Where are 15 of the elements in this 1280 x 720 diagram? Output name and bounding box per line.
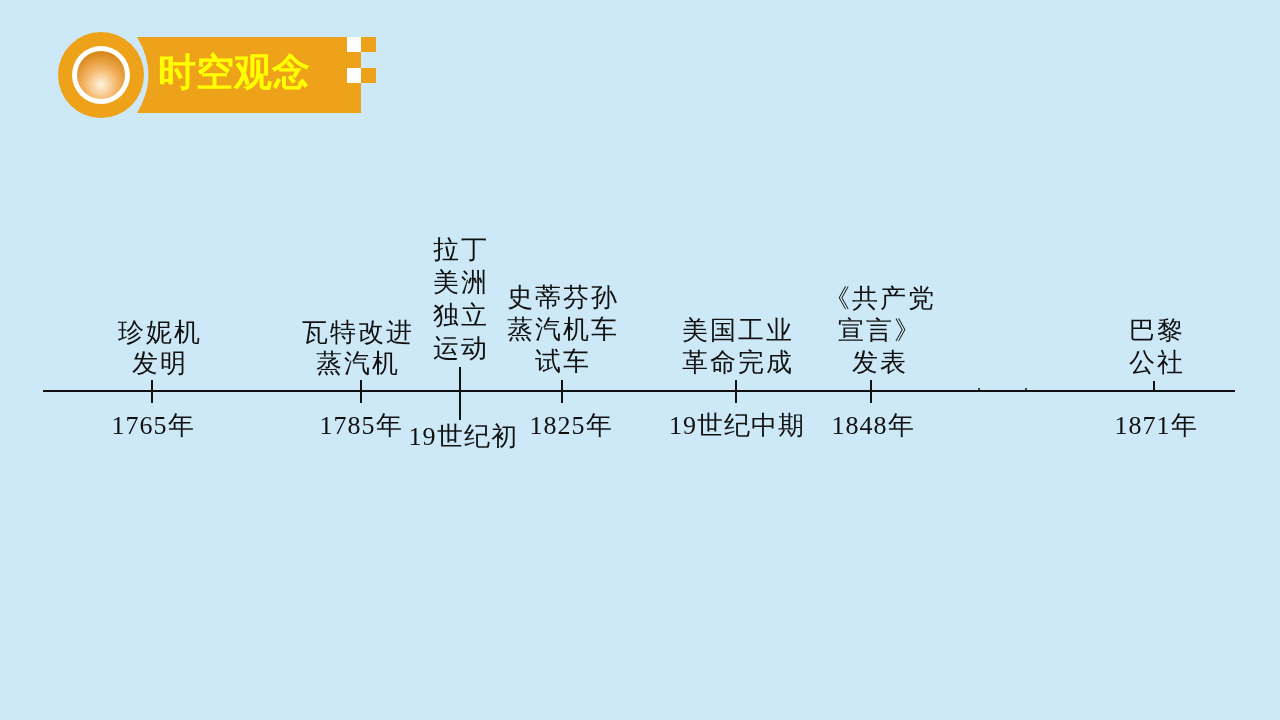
date-label: 1785年 (319, 411, 403, 441)
date-label: 19世纪初 (408, 422, 518, 452)
event-label: 美国工业革命完成 (682, 315, 794, 379)
event-label: 拉丁美洲独立运动 (433, 234, 489, 365)
date-label: 19世纪中期 (669, 411, 805, 441)
date-label: 1848年 (831, 411, 915, 441)
event-label: 珍妮机发明 (118, 317, 202, 379)
date-label: 1825年 (529, 411, 613, 441)
section-title: 时空观念 (158, 49, 310, 96)
event-label: 巴黎公社 (1129, 315, 1185, 379)
event-label: 《共产党宣言》发表 (824, 283, 936, 379)
date-label: 1765年 (111, 411, 195, 441)
event-label: 瓦特改进蒸汽机 (302, 317, 414, 379)
event-label: 史蒂芬孙蒸汽机车试车 (507, 282, 619, 378)
date-label: 1871年 (1114, 411, 1198, 441)
